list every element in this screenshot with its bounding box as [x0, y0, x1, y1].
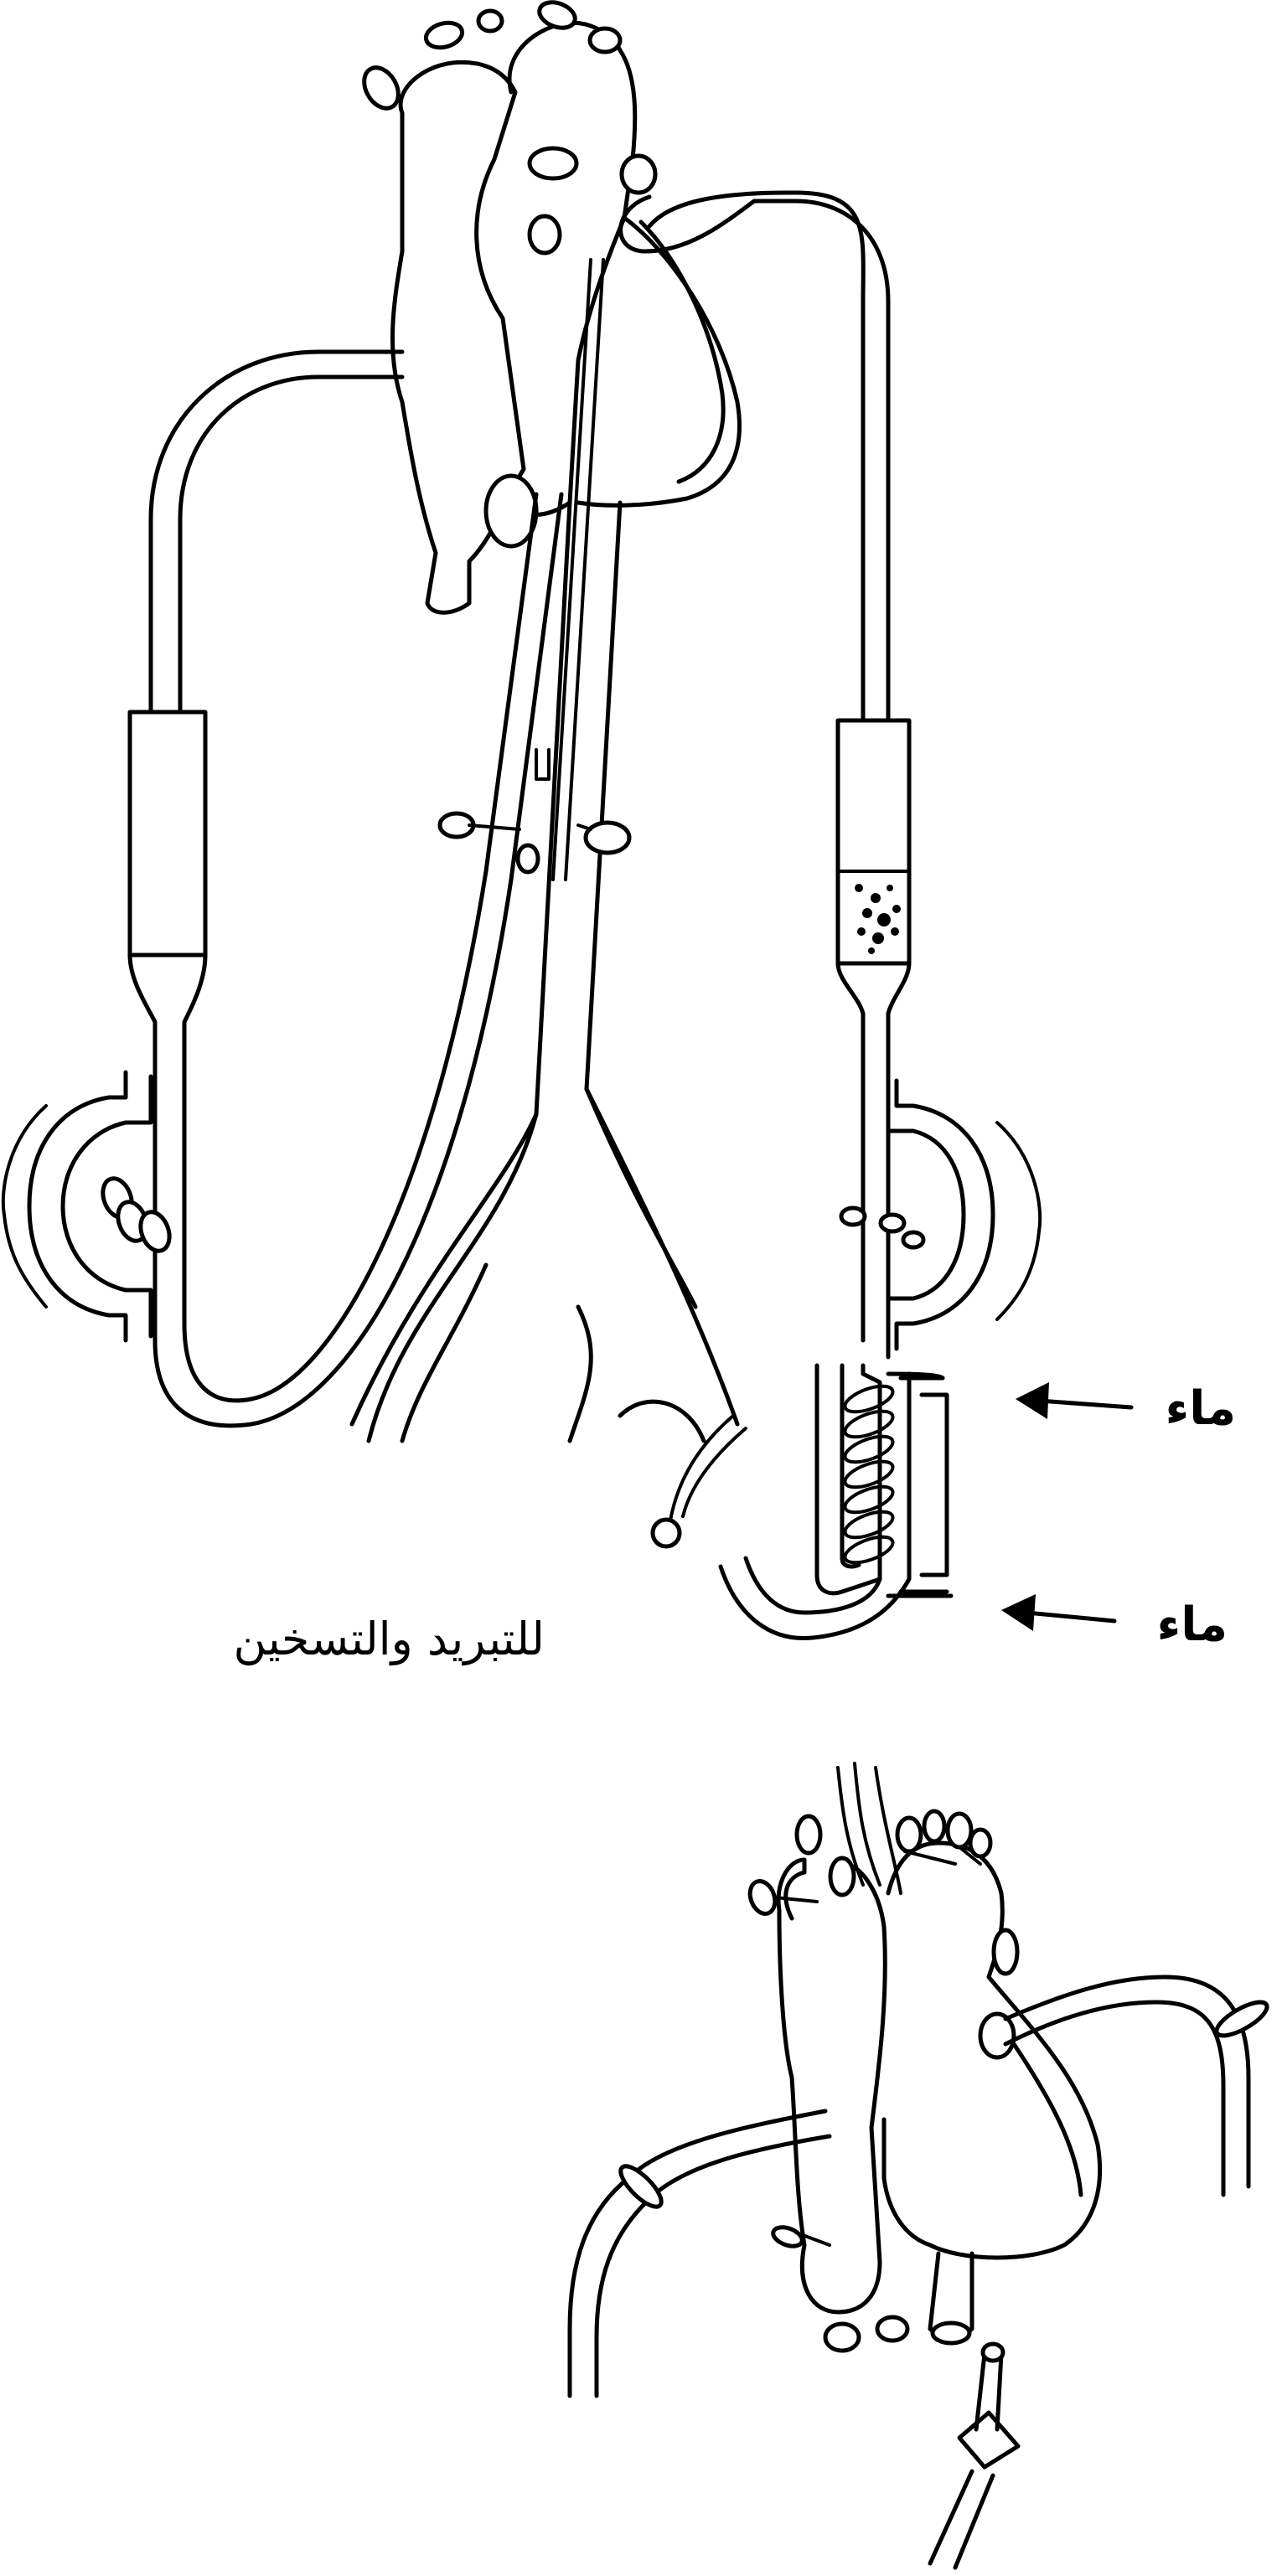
heat-exchanger — [718, 1363, 1134, 1641]
venous-line — [127, 349, 564, 1428]
left-roller-pump — [1, 1070, 172, 1343]
arterial-line — [618, 190, 912, 1360]
heat-exchanger-note: للتبريد والتسخين — [233, 1613, 545, 1666]
water-inlet-arrow-line — [1036, 1398, 1134, 1410]
right-roller-pump — [839, 1078, 1042, 1351]
coil-turns — [843, 1384, 895, 1565]
water-inlet-arrowhead — [1016, 1382, 1049, 1419]
water-outlet-arrow-line — [1024, 1610, 1117, 1624]
water-outlet-arrowhead — [1001, 1594, 1036, 1631]
bubble-oxygenator-particles — [855, 884, 901, 954]
water-inlet-label: ماء — [1166, 1381, 1236, 1436]
heart-bottom — [567, 1762, 1269, 2570]
water-outlet-label: ماء — [1157, 1598, 1228, 1652]
heart-top — [349, 0, 747, 1549]
